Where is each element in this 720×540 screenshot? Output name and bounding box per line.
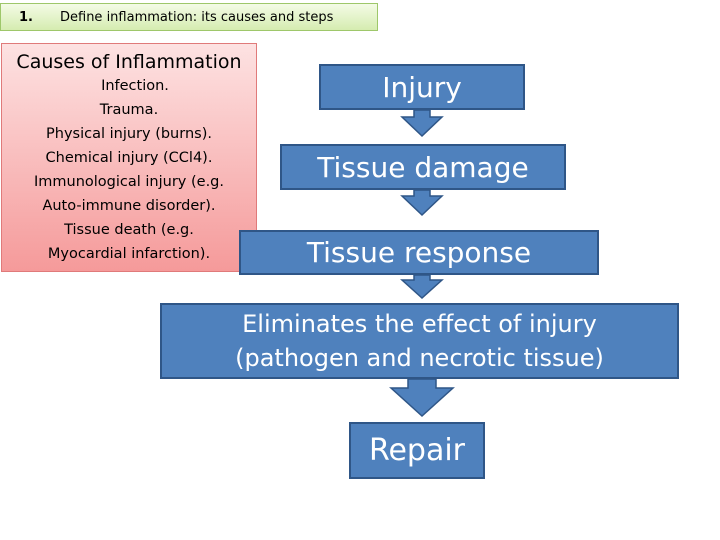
step-tissue-damage: Tissue damage [280, 144, 566, 190]
causes-item: Physical injury (burns). [46, 126, 212, 142]
step-tissue-response-label: Tissue response [306, 236, 532, 269]
causes-panel: Causes of Inflammation Infection. Trauma… [1, 43, 257, 272]
step-repair-label: Repair [368, 433, 466, 468]
step-injury-label: Injury [382, 70, 462, 104]
causes-list: Infection. Trauma. Physical injury (burn… [2, 74, 256, 266]
arrow-down-icon [400, 189, 444, 217]
step-injury: Injury [319, 64, 525, 110]
causes-item: Chemical injury (CCl4). [45, 150, 213, 166]
step-eliminates-line2: (pathogen and necrotic tissue) [235, 344, 604, 372]
step-repair: Repair [349, 422, 485, 479]
causes-item: Immunological injury (e.g. [34, 174, 224, 190]
step-tissue-damage-label: Tissue damage [317, 150, 529, 184]
step-tissue-response: Tissue response [239, 230, 599, 275]
causes-item: Myocardial infarction). [47, 246, 211, 262]
slide-header: 1. Define inflammation: its causes and s… [0, 3, 378, 31]
arrow-down-icon [400, 274, 444, 300]
causes-item: Trauma. [99, 102, 159, 118]
step-eliminates: Eliminates the effect of injury (pathoge… [160, 303, 679, 379]
header-title: Define inflammation: its causes and step… [60, 10, 334, 25]
causes-heading: Causes of Inflammation [16, 51, 242, 73]
header-number: 1. [19, 10, 33, 25]
step-eliminates-line1: Eliminates the effect of injury [242, 310, 597, 338]
causes-item: Auto-immune disorder). [42, 198, 216, 214]
causes-item: Tissue death (e.g. [64, 222, 194, 238]
arrow-down-icon [400, 109, 444, 138]
causes-item: Infection. [101, 78, 169, 94]
arrow-down-icon [389, 378, 455, 418]
